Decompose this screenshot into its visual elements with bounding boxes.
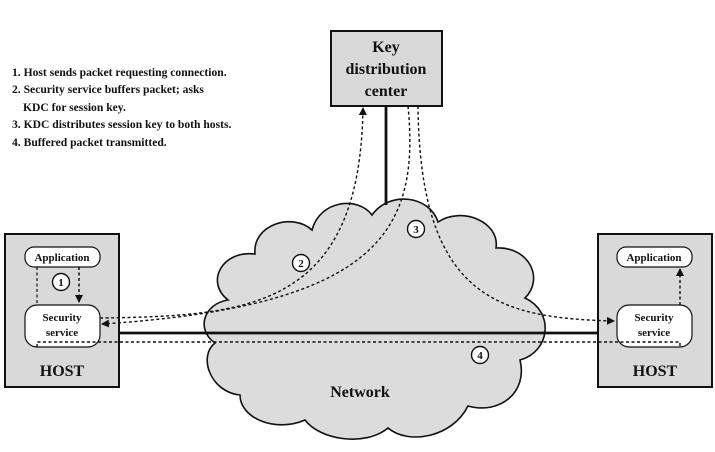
network-cloud: [203, 198, 546, 440]
kdc-label-line1: Key: [372, 39, 400, 56]
right-host-label: HOST: [633, 363, 678, 380]
step-marker-4: [470, 345, 490, 365]
left-security-label-line1: Security: [42, 312, 82, 324]
step-text: KDC distributes session key to both host…: [23, 118, 232, 132]
step-item-4: 4. Buffered packet transmitted.: [12, 134, 282, 151]
left-host-label: HOST: [40, 363, 85, 380]
step-text: Security service buffers packet; asks: [23, 83, 204, 97]
step-marker-4-label: 4: [477, 350, 483, 362]
step3-arrow-left: [101, 105, 411, 328]
step-marker-2: [291, 253, 311, 273]
step-item-2: 2. Security service buffers packet; asks…: [12, 81, 282, 116]
kdc-label-line2: distribution: [346, 61, 427, 78]
step-number: 3.: [12, 118, 21, 132]
left-security-service-box: [24, 304, 101, 348]
step-marker-3-label: 3: [413, 224, 419, 236]
step-item-3: 3. KDC distributes session key to both h…: [12, 116, 282, 133]
step3-arrow-right: [417, 105, 615, 325]
network-label: Network: [330, 384, 390, 401]
step-list: 1. Host sends packet requesting connecti…: [12, 64, 282, 151]
right-security-label-line2: service: [638, 327, 670, 339]
step-number: 1.: [12, 66, 21, 79]
right-application-box: [616, 246, 693, 268]
step-number: 4.: [12, 135, 21, 149]
right-application-label: Application: [626, 252, 681, 264]
step-text: Buffered packet transmitted.: [23, 135, 167, 149]
step-marker-2-label: 2: [298, 258, 304, 270]
kdc-label-line3: center: [365, 83, 408, 100]
step-item-1: 1. Host sends packet requesting connecti…: [12, 64, 282, 81]
step-text: Host sends packet requesting connection.: [23, 66, 227, 79]
step4-path: [36, 341, 681, 347]
step-number: 2.: [12, 83, 21, 97]
right-security-label-line1: Security: [634, 312, 674, 324]
step-marker-3: [406, 219, 426, 239]
step-text-continued: KDC for session key.: [23, 100, 126, 114]
step-marker-1: [51, 272, 71, 292]
left-security-label-line2: service: [46, 327, 78, 339]
left-application-box: [24, 246, 101, 268]
right-security-service-box: [616, 304, 693, 348]
left-application-label: Application: [34, 252, 89, 264]
step-marker-1-label: 1: [58, 277, 64, 289]
